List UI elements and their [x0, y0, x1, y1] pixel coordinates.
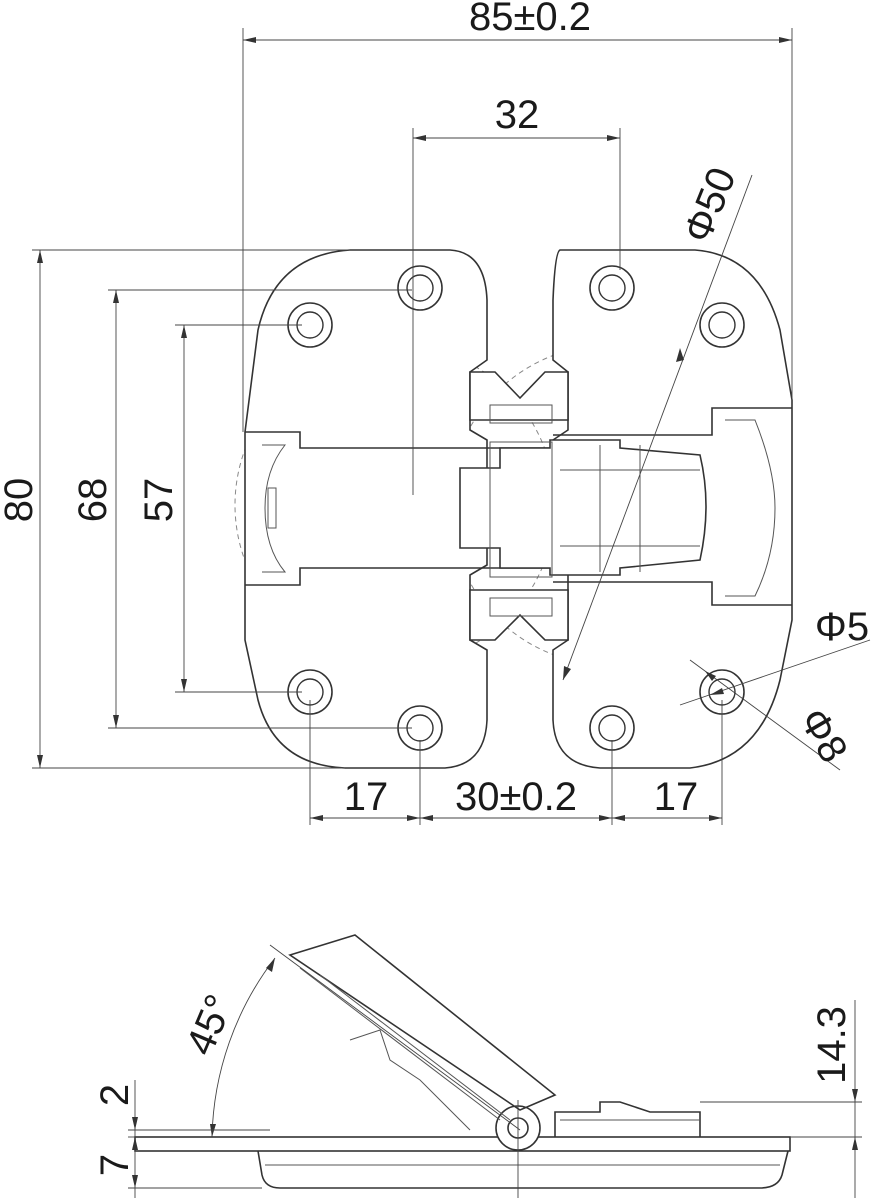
right-leaf-arm — [553, 407, 792, 606]
side-view: 45° 14.3 2 7 — [93, 934, 862, 1198]
bottom-knuckle — [469, 589, 569, 641]
bottom-center-label: 30±0.2 — [455, 775, 577, 819]
hole-diameter-label: Φ5 — [815, 605, 869, 649]
top-knuckle — [469, 371, 569, 421]
bottom-left-label: 17 — [344, 775, 389, 819]
left-plate — [244, 249, 488, 769]
dim-inner-hole-span: 57 — [137, 324, 302, 693]
open-leaf — [288, 934, 557, 1111]
dim-overall-height: 80 — [0, 249, 350, 769]
dim-hole-pitch: 32 — [412, 93, 621, 495]
dim-height-open: 14.3 — [700, 1000, 862, 1198]
body-depth-label: 7 — [93, 1154, 137, 1176]
dim-outer-hole-span: 68 — [71, 289, 412, 729]
base-plate — [134, 1136, 791, 1152]
bottom-right-label: 17 — [654, 775, 699, 819]
hinge-center-block — [459, 439, 707, 576]
hole-pitch-label: 32 — [495, 93, 540, 137]
dim-left-stack: 2 7 — [93, 1080, 270, 1198]
overall-width-label: 85±0.2 — [469, 0, 591, 39]
dim-bottom-row: 17 30±0.2 17 — [309, 700, 723, 825]
base-body — [257, 1150, 789, 1189]
circle-diameter-label: Φ50 — [675, 161, 744, 248]
inner-hole-span-label: 57 — [137, 478, 181, 523]
height-open-label: 14.3 — [810, 1006, 854, 1084]
dim-open-angle: 45° — [178, 944, 521, 1138]
mounting-holes — [287, 265, 745, 751]
right-leaf-side — [554, 1101, 701, 1137]
outer-hole-span-label: 68 — [71, 478, 115, 523]
leaf-offset-label: 2 — [93, 1084, 137, 1106]
open-angle-label: 45° — [178, 988, 242, 1061]
dim-overall-width: 85±0.2 — [242, 0, 793, 432]
counterbore-diameter-label: Φ8 — [791, 701, 856, 770]
overall-height-label: 80 — [0, 478, 41, 523]
top-view: 85±0.2 32 Φ50 80 — [0, 0, 871, 825]
